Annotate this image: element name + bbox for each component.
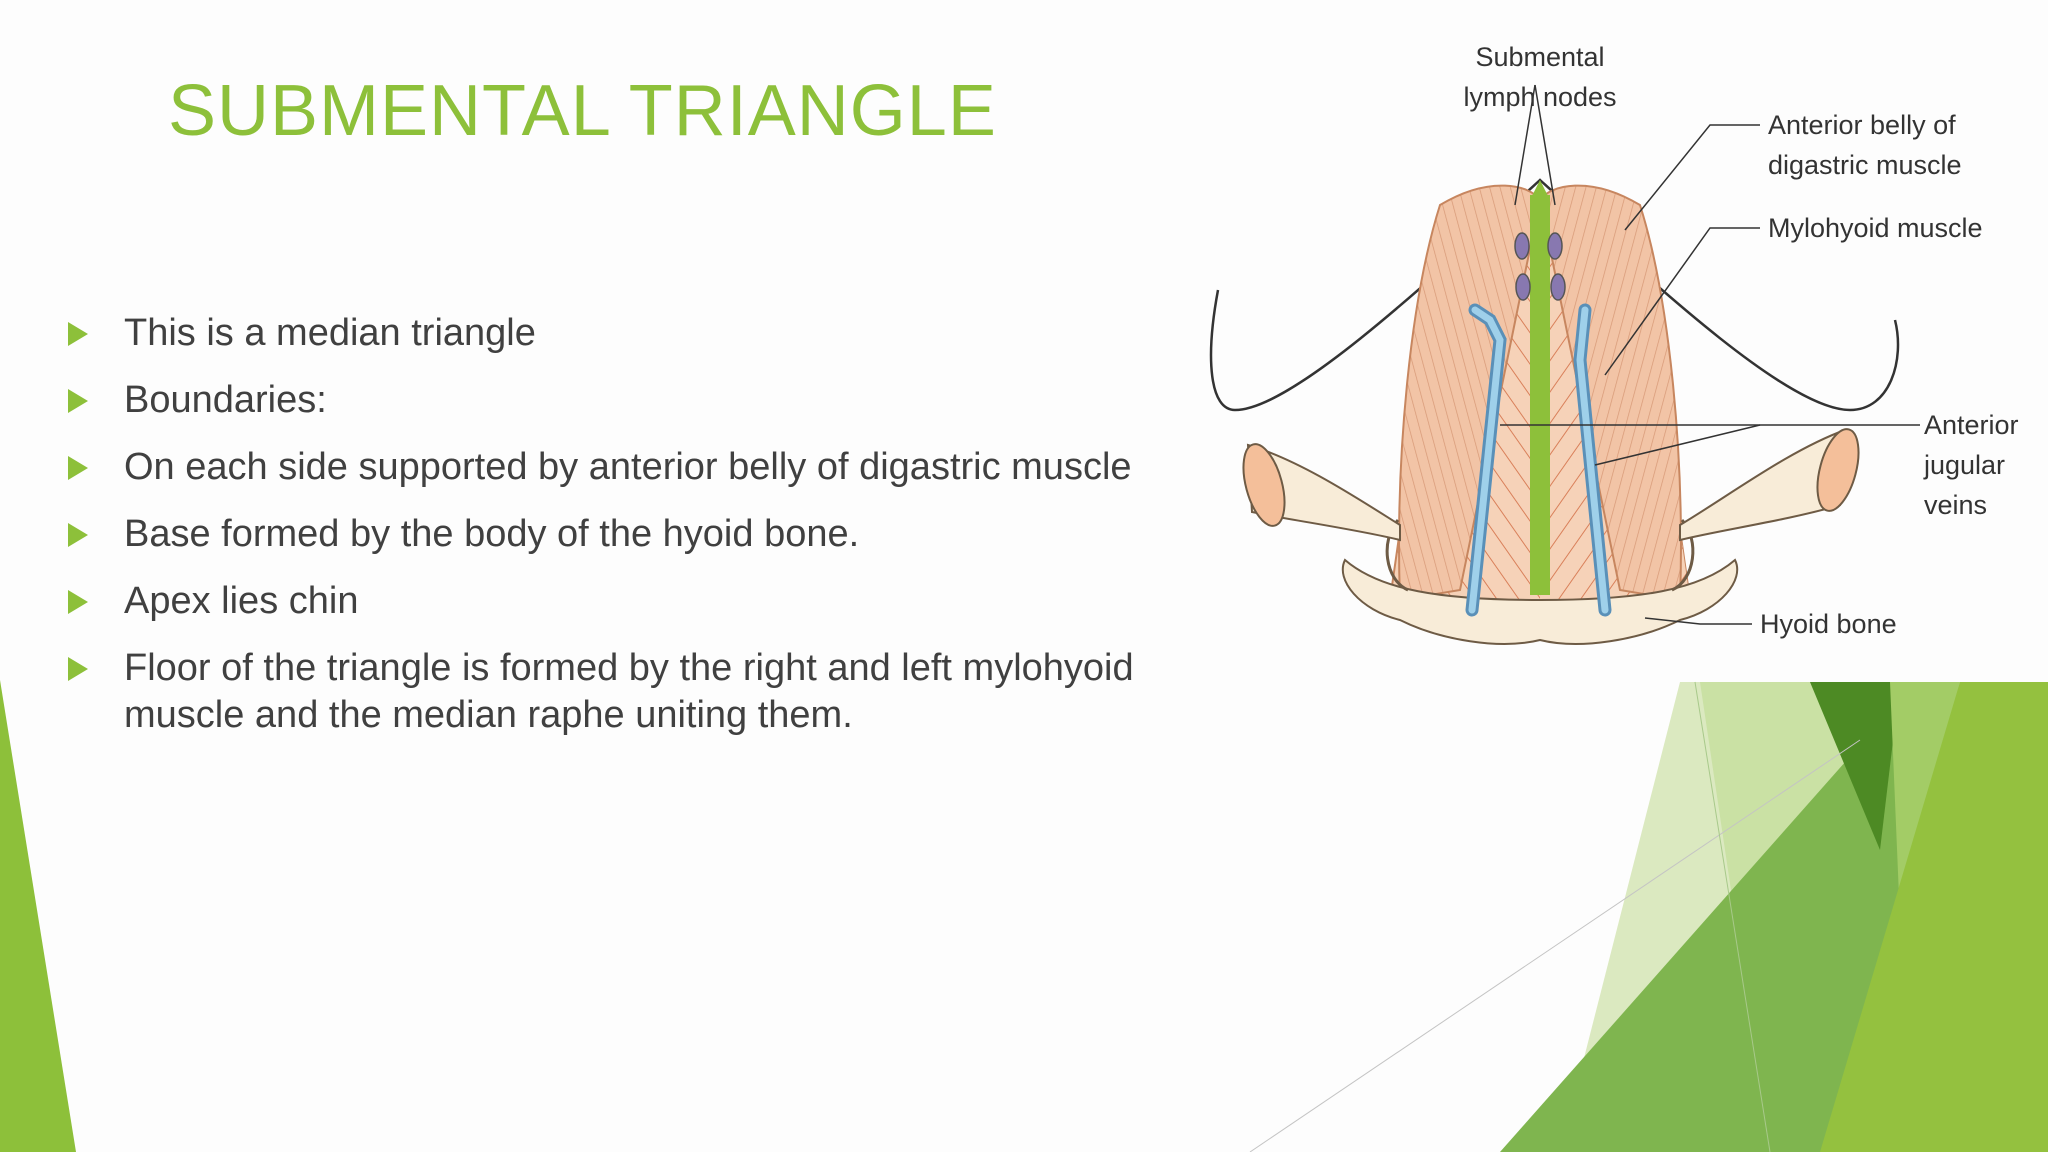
bullet-item: Floor of the triangle is formed by the r… [64,645,1174,739]
bullet-text: Floor of the triangle is formed by the r… [124,647,1134,736]
label-submental-line1: Submental [1475,42,1604,72]
bullet-arrow-icon [68,389,88,413]
bullet-arrow-icon [68,590,88,614]
label-mylohyoid: Mylohyoid muscle [1768,213,1983,243]
bullet-list: This is a median triangle Boundaries: On… [64,310,1174,759]
median-raphe [1530,195,1550,595]
bullet-text: On each side supported by anterior belly… [124,446,1132,488]
label-jugular-line2: jugular [1923,450,2005,480]
bullet-arrow-icon [68,456,88,480]
bullet-item: Boundaries: [64,377,1174,424]
bullet-item: This is a median triangle [64,310,1174,357]
bullet-item: Base formed by the body of the hyoid bon… [64,511,1174,558]
bullet-item: On each side supported by anterior belly… [64,444,1174,491]
digastric-tendon-left [1242,443,1286,527]
slide-title: SUBMENTAL TRIANGLE [168,71,997,151]
digastric-tendon-right [1816,428,1860,512]
lymph-node [1514,232,1530,260]
bullet-arrow-icon [68,523,88,547]
bullet-arrow-icon [68,322,88,346]
label-jugular-line1: Anterior [1924,410,2019,440]
hyoid-bone [1341,558,1739,645]
bullet-text: Boundaries: [124,379,327,421]
bullet-arrow-icon [68,657,88,681]
label-jugular-line3: veins [1924,490,1987,520]
mandible-outline [1209,178,1900,412]
anatomy-figure: Submental lymph nodes Anterior belly of … [1200,30,2048,680]
label-hyoid: Hyoid bone [1760,609,1897,639]
label-submental-line2: lymph nodes [1463,82,1616,112]
bullet-text: Base formed by the body of the hyoid bon… [124,513,860,555]
bullet-text: Apex lies chin [124,580,359,622]
bullet-item: Apex lies chin [64,578,1174,625]
lymph-node [1547,232,1563,260]
label-digastric-line2: digastric muscle [1768,150,1962,180]
label-digastric-line1: Anterior belly of [1768,110,1956,140]
lymph-node [1550,273,1566,301]
bullet-text: This is a median triangle [124,312,536,354]
lymph-node [1515,273,1531,301]
submental-triangle-illustration: Submental lymph nodes Anterior belly of … [1209,42,2019,645]
